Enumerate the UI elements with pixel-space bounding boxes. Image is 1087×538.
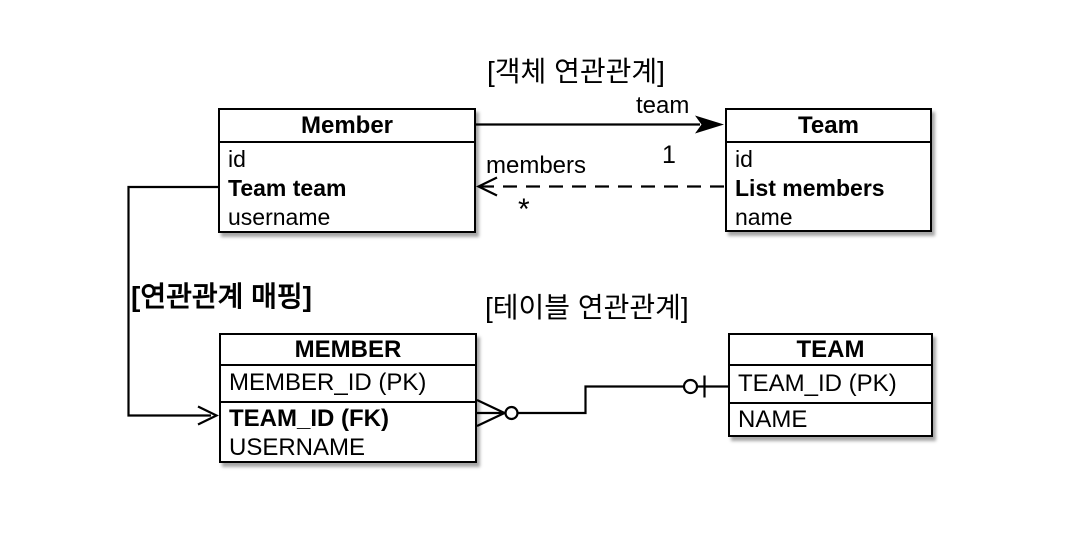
fk-connector-line bbox=[517, 385, 684, 415]
member-field-id: id bbox=[228, 146, 246, 172]
members-arrowhead-icon bbox=[475, 176, 498, 197]
member-class-box: Member id Team team username bbox=[218, 108, 476, 233]
zero-circle-member-icon bbox=[504, 405, 519, 421]
zero-circle-team-icon bbox=[682, 378, 699, 395]
member-class-fields: id Team team username bbox=[220, 143, 474, 232]
team-class-title: Team bbox=[727, 110, 930, 143]
member-table-box: MEMBER MEMBER_ID (PK) TEAM_ID (FK) USERN… bbox=[219, 333, 477, 463]
member-table-fk-row: TEAM_ID (FK) bbox=[229, 405, 389, 432]
member-table-pk-row: MEMBER_ID (PK) bbox=[221, 366, 475, 403]
team-table-pk-row: TEAM_ID (PK) bbox=[730, 366, 931, 404]
team-multiplicity-label: 1 bbox=[662, 141, 676, 169]
mapping-arrowhead-icon bbox=[197, 405, 220, 426]
team-class-fields: id List members name bbox=[727, 143, 930, 232]
member-table-username-row: USERNAME bbox=[229, 434, 366, 461]
team-field-members: List members bbox=[735, 175, 885, 201]
table-fk-connector bbox=[476, 375, 728, 427]
member-field-team: Team team bbox=[228, 175, 347, 201]
team-class-box: Team id List members name bbox=[725, 108, 932, 232]
member-class-title: Member bbox=[220, 110, 474, 143]
team-field-id: id bbox=[735, 146, 753, 172]
team-field-name: name bbox=[735, 204, 793, 230]
team-arrowhead-icon bbox=[695, 115, 724, 134]
members-arrow-label: members bbox=[486, 152, 587, 179]
team-table-box: TEAM TEAM_ID (PK) NAME bbox=[728, 333, 933, 437]
table-association-title: [테이블 연관관계] bbox=[485, 292, 689, 323]
members-reference-arrow bbox=[475, 176, 725, 197]
mapping-section-label: [연관관계 매핑] bbox=[131, 281, 312, 312]
member-table-title: MEMBER bbox=[221, 335, 475, 366]
object-association-title: [객체 연관관계] bbox=[487, 56, 665, 87]
team-arrow-label: team bbox=[636, 92, 690, 119]
team-table-name-row: NAME bbox=[738, 406, 808, 433]
members-multiplicity-label: * bbox=[518, 193, 530, 226]
crow-foot-many-icon bbox=[476, 399, 505, 427]
team-table-title: TEAM bbox=[730, 335, 931, 366]
member-field-username: username bbox=[228, 204, 331, 230]
